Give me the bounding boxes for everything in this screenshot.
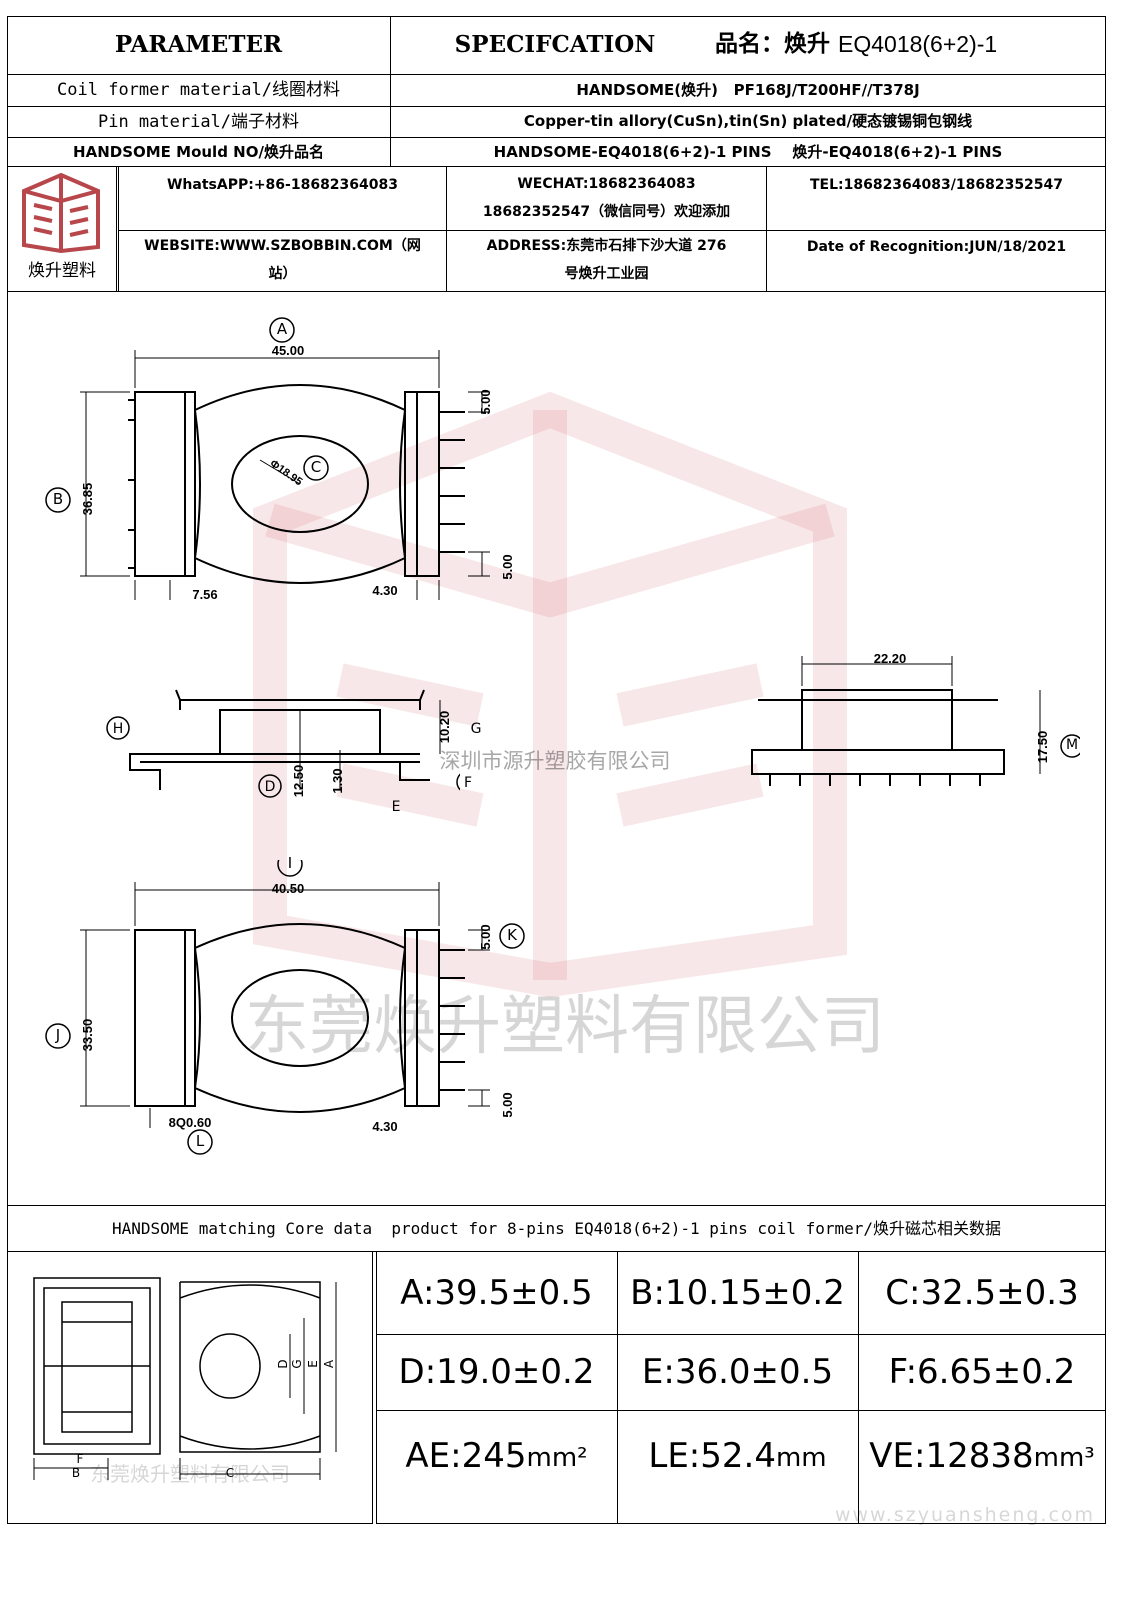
dim-i-right: 4.30 xyxy=(372,1118,398,1134)
parameter-heading: PARAMETER xyxy=(114,31,283,59)
pin-material-label: Pin material/端子材料 xyxy=(97,111,300,132)
dim-k-bottom: 5.00 xyxy=(499,1092,515,1118)
core-title: HANDSOME matching Core data product for … xyxy=(112,1218,1001,1238)
dim-g: 10.20 xyxy=(436,710,452,744)
core-watermark: 东莞焕升塑料有限公司 xyxy=(90,1462,290,1486)
dim-m: 17.50 xyxy=(1034,730,1050,764)
drawing-area xyxy=(7,292,1106,1206)
logo-mark-icon xyxy=(22,172,100,254)
core-diagram-box xyxy=(7,1252,373,1524)
watermark-text-1: 深圳市源升塑胶有限公司 xyxy=(439,749,671,774)
core-value-a: A:39.5±0.5 xyxy=(400,1272,593,1313)
wechat-text: WECHAT:18682364083 18682352547（微信同号）欢迎添加 xyxy=(447,170,766,230)
label-f: F xyxy=(463,774,473,791)
ve-value: VE:12838 xyxy=(869,1435,1034,1476)
label-a: A xyxy=(276,320,288,339)
dim-pitch-bottom: 5.00 xyxy=(499,554,515,580)
dim-a: 45.00 xyxy=(271,342,305,358)
core-label-a: A xyxy=(322,1359,337,1369)
product-name-label: 品名： xyxy=(715,31,784,58)
whatsapp-text: WhatsAPP:+86-18682364083 xyxy=(166,176,398,193)
watermark-logo-icon xyxy=(253,391,847,998)
dim-a-right: 4.30 xyxy=(372,582,398,598)
spec-header-table xyxy=(7,16,1106,167)
wechat-line-2: 18682352547（微信同号）欢迎添加 xyxy=(482,204,731,220)
logo-text: 焕升塑料 xyxy=(28,260,96,281)
label-d: D xyxy=(264,778,276,795)
label-k: K xyxy=(507,926,517,945)
address-text: ADDRESS:东莞市石排下沙大道 276 号焕升工业园 xyxy=(447,232,766,292)
coil-material-label: Coil former material/线圈材料 xyxy=(57,80,340,101)
address-line-1: ADDRESS:东莞市石排下沙大道 276 xyxy=(486,238,727,254)
coil-material-value: HANDSOME(焕升) PF168J/T200HF//T378J xyxy=(576,80,920,99)
dim-k: 5.00 xyxy=(477,924,493,950)
label-i: I xyxy=(287,854,293,873)
dim-b: 36.85 xyxy=(79,482,95,516)
core-values-grid xyxy=(376,1252,1106,1524)
dim-d: 12.50 xyxy=(290,764,306,798)
dim-e: 1.30 xyxy=(329,768,345,794)
core-value-d: D:19.0±0.2 xyxy=(398,1352,595,1393)
label-c: C xyxy=(310,458,322,477)
dim-a-left: 7.56 xyxy=(192,586,218,602)
label-l: L xyxy=(195,1132,205,1151)
label-b: B xyxy=(52,490,64,509)
product-name-brand: 焕升 xyxy=(784,31,830,58)
top-view-drawing xyxy=(45,317,490,600)
dim-width-side: 22.20 xyxy=(873,650,907,666)
mould-no-value: HANDSOME-EQ4018(6+2)-1 PINS 焕升-EQ4018(6+… xyxy=(493,142,1003,161)
label-e: E xyxy=(391,798,401,815)
le-unit: mm xyxy=(775,1443,827,1474)
company-logo xyxy=(18,171,104,255)
core-label-b: B xyxy=(71,1466,81,1481)
bottom-view-drawing xyxy=(45,860,525,1155)
ve-unit: mm³ xyxy=(1033,1443,1095,1474)
core-label-g: G xyxy=(290,1359,305,1369)
pin-material-value: Copper-tin allory(CuSn),tin(Sn) plated/硬… xyxy=(523,112,973,131)
dim-i: 40.50 xyxy=(271,880,305,896)
core-value-e: E:36.0±0.5 xyxy=(641,1352,834,1393)
wechat-line-1: WECHAT:18682364083 xyxy=(517,176,696,192)
core-diagram xyxy=(33,1277,337,1480)
ae-unit: mm² xyxy=(526,1443,588,1474)
core-label-e: E xyxy=(306,1360,321,1368)
label-j: J xyxy=(55,1026,61,1045)
core-value-b: B:10.15±0.2 xyxy=(630,1272,845,1313)
product-name-model: EQ4018(6+2)-1 xyxy=(838,31,998,58)
website-line-1: WEBSITE:WWW.SZBOBBIN.COM（网 xyxy=(144,238,421,254)
tel-text: TEL:18682364083/18682352547 xyxy=(809,176,1064,193)
end-view-drawing xyxy=(751,656,1080,786)
recognition-date: Date of Recognition:JUN/18/2021 xyxy=(806,238,1067,255)
label-g: G xyxy=(470,720,482,737)
website-text: WEBSITE:WWW.SZBOBBIN.COM（网 站） xyxy=(119,232,446,292)
address-line-2: 号焕升工业园 xyxy=(564,266,649,282)
le-value: LE:52.4 xyxy=(648,1435,776,1476)
core-label-f: F xyxy=(76,1452,84,1467)
core-value-f: F:6.65±0.2 xyxy=(888,1352,1076,1393)
label-m: M xyxy=(1065,736,1079,753)
core-title-box xyxy=(7,1206,1106,1252)
side-view-drawing xyxy=(106,689,460,798)
mould-no-label: HANDSOME Mould NO/焕升品名 xyxy=(73,142,324,161)
dim-l: 8Q0.60 xyxy=(168,1114,212,1130)
core-value-c: C:32.5±0.3 xyxy=(885,1272,1079,1313)
dim-pitch-top: 5.00 xyxy=(477,389,493,415)
product-name: 品名： 焕升 EQ4018(6+2)-1 xyxy=(715,16,1075,74)
specification-heading: SPECIFCATION xyxy=(454,31,656,59)
watermark-text-2: 东莞焕升塑料有限公司 xyxy=(245,990,885,1065)
contact-block xyxy=(7,167,1106,292)
footer-url: www.szyuansheng.com xyxy=(834,1503,1096,1526)
label-h: H xyxy=(112,720,124,737)
core-label-c: C xyxy=(225,1466,235,1481)
dim-j: 33.50 xyxy=(79,1018,95,1052)
ae-value: AE:245 xyxy=(405,1435,527,1476)
website-line-2: 站） xyxy=(268,266,297,282)
